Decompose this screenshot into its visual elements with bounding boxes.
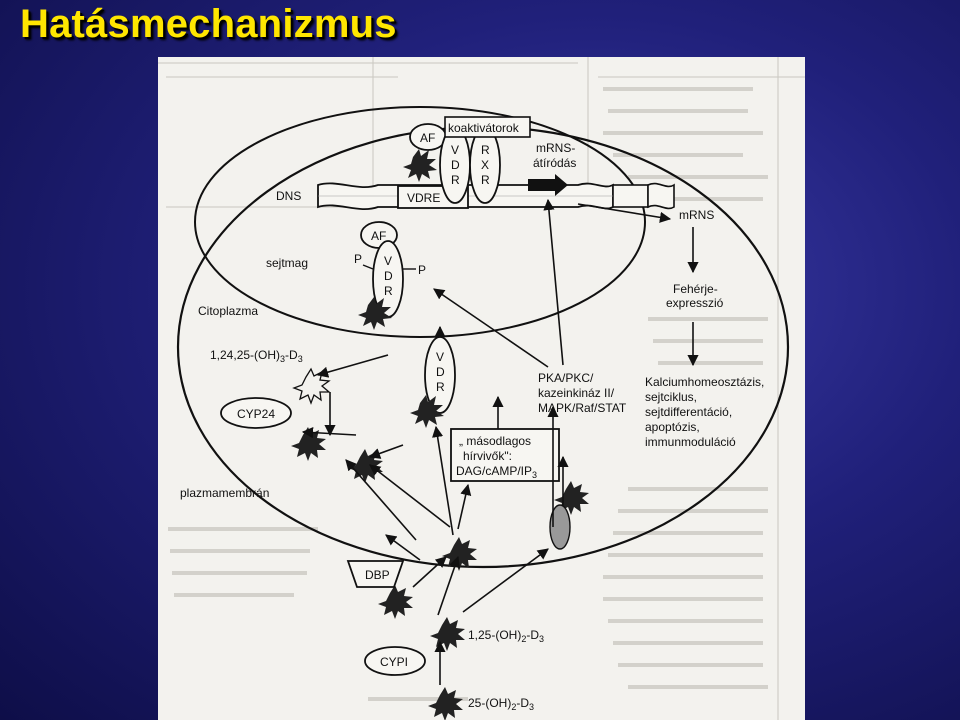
effect-1: sejtciklus,	[645, 390, 697, 404]
label-sejtmag: sejtmag	[266, 256, 308, 270]
effect-3: apoptózis,	[645, 420, 700, 434]
dbp-protein	[346, 560, 405, 588]
vdr3-letter-d: D	[436, 365, 445, 379]
vdr3-letter-v: V	[436, 350, 444, 364]
phospho-right: P	[418, 263, 426, 277]
vdr-rxr-complex-top	[403, 116, 531, 204]
label-af-mid: AF	[371, 229, 386, 243]
label-koaktivatorok: koaktivátorok	[448, 121, 520, 135]
nucleus-envelope	[194, 106, 646, 338]
vdr3-letter-r: R	[436, 380, 445, 394]
label-kinases-2: kazeinkináz II/	[538, 386, 615, 400]
ligand-calcidiol	[428, 687, 463, 720]
background-page-texture	[158, 57, 805, 720]
label-dbp: DBP	[365, 568, 390, 582]
label-cypi: CYPI	[380, 655, 408, 669]
membrane-receptor	[549, 504, 571, 550]
label-af-top: AF	[420, 131, 435, 145]
label-calcidiol: 25-(OH)2-D3	[468, 696, 534, 712]
scanned-figure: sejtmag Citoplazma plazmamembrán DNS VDR…	[158, 57, 805, 720]
ligand-calcitriol	[430, 617, 465, 651]
cyp24-enzyme	[220, 397, 292, 429]
label-dns: DNS	[276, 189, 301, 203]
vdr2-letter-r: R	[384, 284, 393, 298]
label-second-messengers-2: hírvivők":	[463, 449, 512, 463]
label-second-messengers-1: „ másodlagos	[459, 434, 531, 448]
pathway-arrows	[301, 198, 699, 685]
rxr-letter-x: X	[481, 158, 489, 172]
rxr-letter-r1: R	[481, 143, 490, 157]
rxr-letter-r2: R	[481, 173, 490, 187]
label-mrns-atirodas-2: átíródás	[533, 156, 576, 170]
label-mrns: mRNS	[679, 208, 714, 222]
ligand-cyp24	[291, 427, 326, 461]
transcription-arrow	[528, 174, 568, 196]
label-calcitriol: 1,25-(OH)2-D3	[468, 628, 544, 644]
cypi-enzyme	[364, 646, 426, 676]
second-messengers-box	[450, 428, 560, 482]
label-cyp24: CYP24	[237, 407, 275, 421]
vdr2-letter-v: V	[384, 254, 392, 268]
label-feherje-1: Fehérje-	[673, 282, 718, 296]
label-metabolite: 1,24,25-(OH)3-D3	[210, 348, 303, 364]
label-feherje-2: expresszió	[666, 296, 724, 310]
effect-4: immunmoduláció	[645, 435, 736, 449]
vdr-letter-r: R	[451, 173, 460, 187]
label-kinases-1: PKA/PKC/	[538, 371, 594, 385]
label-mrns-atirodas-1: mRNS-	[536, 141, 575, 155]
background-ghost-text	[168, 87, 768, 701]
vdr-letter-v: V	[451, 143, 459, 157]
phosphorylated-vdr	[358, 221, 416, 330]
vdr-letter-d: D	[451, 158, 460, 172]
vdr2-letter-d: D	[384, 269, 393, 283]
label-vdre: VDRE	[407, 191, 440, 205]
phospho-left: P	[354, 252, 362, 266]
ligand-dbp	[378, 585, 413, 619]
effect-2: sejtdifferentáció,	[645, 405, 732, 419]
slide-title: Hatásmechanizmus	[20, 2, 397, 46]
label-citoplazma: Citoplazma	[198, 304, 258, 318]
effect-0: Kalciumhomeosztázis,	[645, 375, 764, 389]
label-plazmamembran: plazmamembrán	[180, 486, 269, 500]
label-second-messengers-3: DAG/cAMP/IP3	[456, 464, 537, 480]
label-kinases-3: MAPK/Raf/STAT	[538, 401, 627, 415]
cytoplasmic-vdr	[410, 336, 456, 428]
